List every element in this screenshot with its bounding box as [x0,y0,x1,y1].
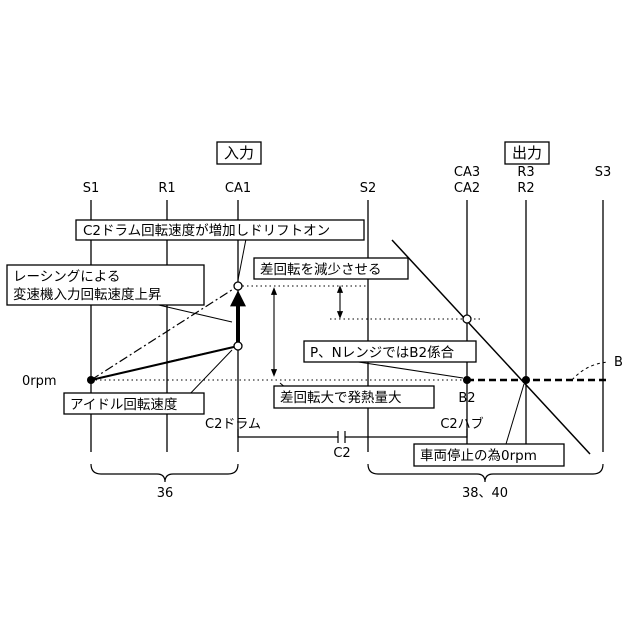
brace-right [368,464,603,482]
output-header: 出力 [512,144,542,162]
b2-label: B2 [458,391,475,406]
point-ca2 [463,315,471,323]
b-label: B [614,355,623,370]
c2-hub-label: C2ハブ [440,416,483,432]
axis-label-r2: R2 [517,181,534,196]
point-ca1-racing [234,282,242,290]
input-header: 入力 [224,144,254,162]
leader-racing [150,303,232,322]
leader-drift-on [238,239,246,280]
point-b2 [463,376,471,384]
callout-racing-line2: 変速機入力回転速度上昇 [13,286,162,303]
zero-rpm-label: 0rpm [22,374,57,389]
point-ca1-idle [234,342,242,350]
axis-label-ca3: CA3 [454,165,480,180]
axis-label-s3: S3 [595,165,612,180]
axis-label-r1: R1 [158,181,175,196]
group-right-label: 38、40 [462,486,508,501]
callout-idle: アイドル回転速度 [70,397,177,413]
callout-vehicle-stop: 車両停止の為0rpm [420,447,537,464]
point-s1-zero [87,376,95,384]
leader-vehicle-stop [506,384,524,444]
brace-left [91,464,238,482]
axis-label-s1: S1 [83,181,100,196]
axis-label-ca2: CA2 [454,181,480,196]
axis-label-r3: R3 [517,165,534,180]
c2-clutch-label: C2 [333,446,350,461]
point-r2-zero [522,376,530,384]
c2-clutch-symbol [238,429,467,443]
callout-drift-on: C2ドラム回転速度が増加しドリフトオン [83,223,330,239]
callout-large-heat: 差回転大で発熱量大 [280,390,402,406]
callout-pn-range: P、NレンジではB2係合 [310,345,455,361]
callout-racing-line1: レーシングによる [13,269,120,285]
callout-reduce-diff: 差回転を減少させる [260,261,382,278]
idle-line-r1-ca1 [167,346,238,362]
axis-label-s2: S2 [360,181,377,196]
c2-drum-label: C2ドラム [205,417,261,432]
group-left-label: 36 [157,486,174,501]
axis-label-ca1: CA1 [225,181,251,196]
